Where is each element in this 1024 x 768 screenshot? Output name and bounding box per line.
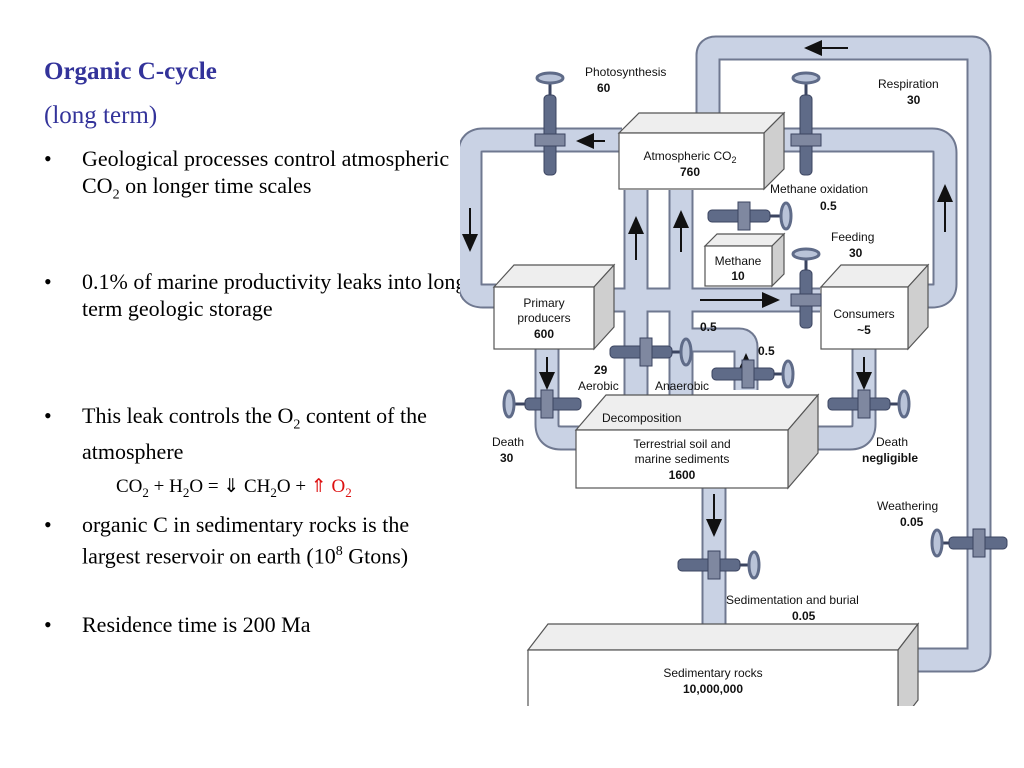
death-right-value: negligible [862, 451, 918, 465]
valve-respiration [790, 71, 822, 176]
death-left-label: Death [492, 435, 524, 449]
box-atmospheric [617, 111, 786, 191]
primary-value: 600 [534, 327, 554, 341]
decomposition-label: Decomposition [602, 411, 681, 425]
bullet-residence-time: •Residence time is 200 Ma [44, 612, 311, 637]
respiration-value: 30 [907, 93, 921, 107]
rocks-value: 10,000,000 [683, 682, 743, 696]
bullet-leak-controls: •This leak controls the O2 content of th… [44, 403, 427, 465]
respiration-label: Respiration [878, 77, 939, 91]
sedimentation-value: 0.05 [792, 609, 816, 623]
valve-aerobic [609, 337, 693, 367]
methane-oxidation-value: 0.5 [820, 199, 837, 213]
valve-anaerobic [711, 359, 795, 389]
aerobic-value: 29 [594, 363, 608, 377]
bullet-organic-carbon: •organic C in sedimentary rocks is the l… [44, 512, 410, 569]
valves [502, 71, 1008, 580]
flux-labels: Photosynthesis 60 Respiration 30 Methane… [492, 65, 939, 623]
methane-label: Methane [715, 254, 762, 268]
atmospheric-label: Atmospheric CO2 [643, 149, 736, 165]
box-consumers [819, 263, 930, 351]
atmospheric-value: 760 [680, 165, 700, 179]
methane-value: 10 [731, 269, 745, 283]
box-soil [574, 393, 820, 490]
valve-death-left [502, 389, 582, 419]
valve-death-right [827, 389, 911, 419]
valve-feeding [790, 247, 822, 329]
valve-photosynthesis [534, 71, 566, 176]
soil-value: 1600 [669, 468, 696, 482]
primary-label-2: producers [517, 311, 570, 325]
copyright-text: Copyright © 2004 Pearson Prentice Hall, … [556, 705, 795, 719]
slide-subtitle: (long term) [44, 102, 158, 129]
primary-label-1: Primary [523, 296, 564, 310]
valve-methane-oxidation [707, 201, 793, 231]
up-arrow-icon: ⇑ [310, 476, 327, 497]
consumers-value: ~5 [857, 323, 871, 337]
bullet-marine-productivity: •0.1% of marine productivity leaks into … [44, 269, 467, 321]
bullet-geological: •Geological processes control atmospheri… [44, 146, 450, 203]
photosynthesis-value: 60 [597, 81, 611, 95]
weathering-label: Weathering [877, 499, 938, 513]
death-right-label: Death [876, 435, 908, 449]
flow-arrows [462, 40, 953, 537]
flow-consumers-value: 0.5 [700, 320, 717, 334]
reservoir-boxes [492, 111, 930, 706]
carbon-cycle-diagram: Atmospheric CO2 760 Methane 10 Primary p… [460, 35, 1008, 719]
anaerobic-label: Anaerobic [655, 379, 709, 393]
soil-label-2: marine sediments [635, 452, 730, 466]
feeding-value: 30 [849, 246, 863, 260]
sedimentation-label: Sedimentation and burial [726, 593, 859, 607]
weathering-value: 0.05 [900, 515, 924, 529]
flow-methane-value: 0.5 [758, 344, 775, 358]
soil-label-1: Terrestrial soil and [633, 437, 730, 451]
box-labels: Atmospheric CO2 760 Methane 10 Primary p… [517, 149, 894, 696]
box-sedimentary-rocks [526, 622, 920, 706]
consumers-label: Consumers [833, 307, 894, 321]
valve-sedimentation [677, 550, 761, 580]
down-arrow-icon: ⇓ [223, 476, 240, 497]
death-left-value: 30 [500, 451, 514, 465]
box-primary-producers [492, 263, 616, 351]
aerobic-label: Aerobic [578, 379, 619, 393]
photosynthesis-label: Photosynthesis [585, 65, 666, 79]
methane-oxidation-label: Methane oxidation [770, 182, 868, 196]
slide-title: Organic C-cycle [44, 58, 217, 85]
equation: CO2 + H2O = ⇓ CH2O + ⇑ O2 [116, 476, 352, 500]
box-methane [703, 232, 786, 288]
feeding-label: Feeding [831, 230, 874, 244]
rocks-label: Sedimentary rocks [663, 666, 762, 680]
valve-weathering [930, 528, 1008, 558]
